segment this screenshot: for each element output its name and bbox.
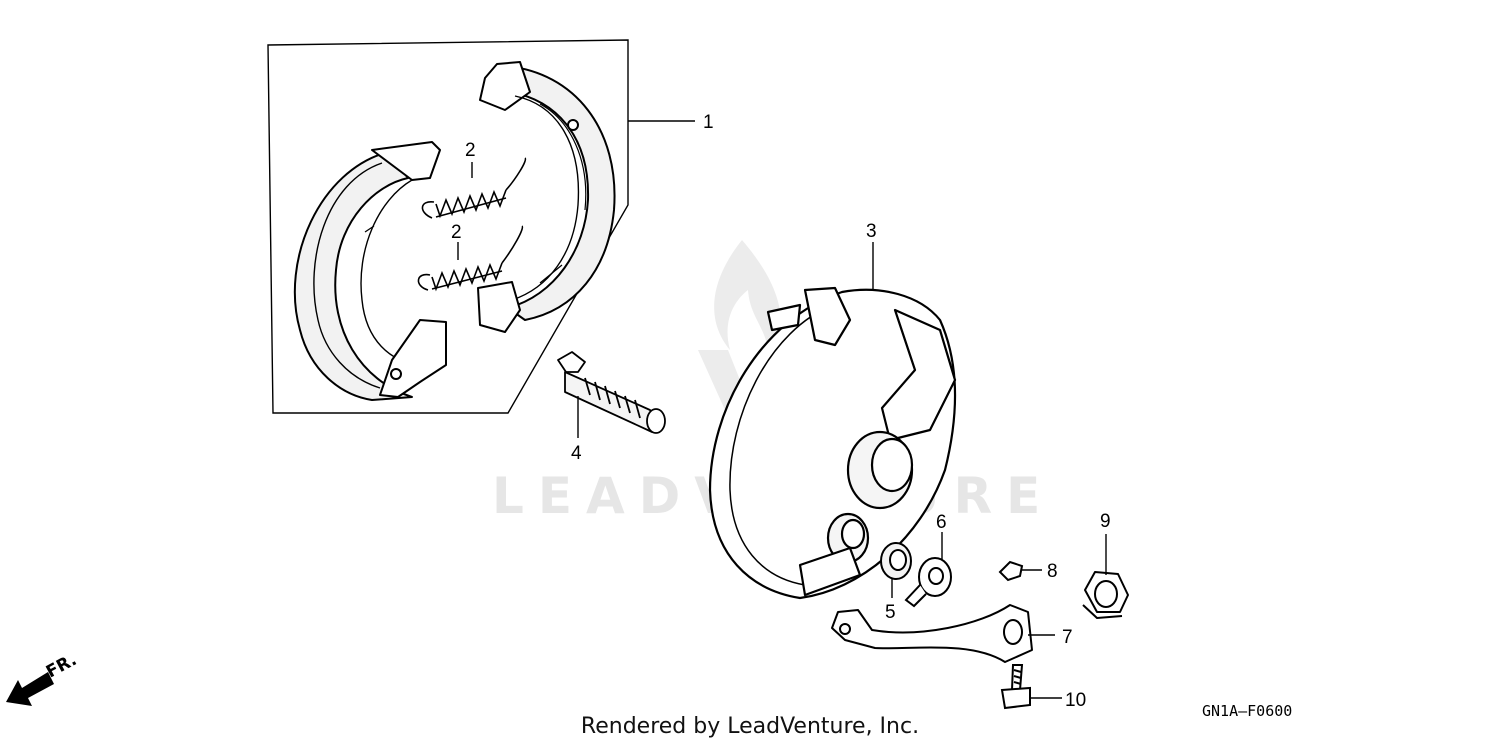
- clip: [998, 560, 1024, 582]
- wear-indicator-plate: [904, 557, 952, 608]
- callout-4: 4: [571, 443, 582, 464]
- watermark-flame-icon: [714, 240, 781, 360]
- brake-shoe-right: [477, 61, 616, 333]
- callout-10: 10: [1065, 690, 1086, 711]
- front-direction-indicator: FR.: [6, 650, 80, 706]
- callout-6: 6: [936, 512, 947, 533]
- spring-lower: [417, 225, 524, 292]
- spring-upper: [421, 157, 527, 219]
- flange-nut: [1082, 571, 1129, 619]
- callout-9: 9: [1100, 511, 1111, 532]
- brake-arm: [831, 604, 1033, 663]
- callout-1: 1: [703, 112, 714, 133]
- leader-lines: [457, 120, 1107, 699]
- flange-bolt: [1000, 664, 1031, 710]
- shoe-set-box: [267, 39, 629, 414]
- dust-seal: [880, 542, 912, 580]
- diagram-code: GN1A–F0600: [1202, 702, 1292, 720]
- brake-shoe-left: [293, 141, 447, 401]
- callout-7: 7: [1062, 627, 1073, 648]
- front-arrow-icon: [6, 672, 54, 706]
- footer-credit: Rendered by LeadVenture, Inc.: [580, 714, 920, 739]
- callout-2-lower: 2: [451, 222, 462, 243]
- brake-cam: [557, 351, 666, 434]
- brake-panel: [708, 286, 957, 600]
- callout-2-upper: 2: [465, 140, 476, 161]
- callout-5: 5: [885, 602, 896, 623]
- callout-3: 3: [866, 221, 877, 242]
- callout-8: 8: [1047, 561, 1058, 582]
